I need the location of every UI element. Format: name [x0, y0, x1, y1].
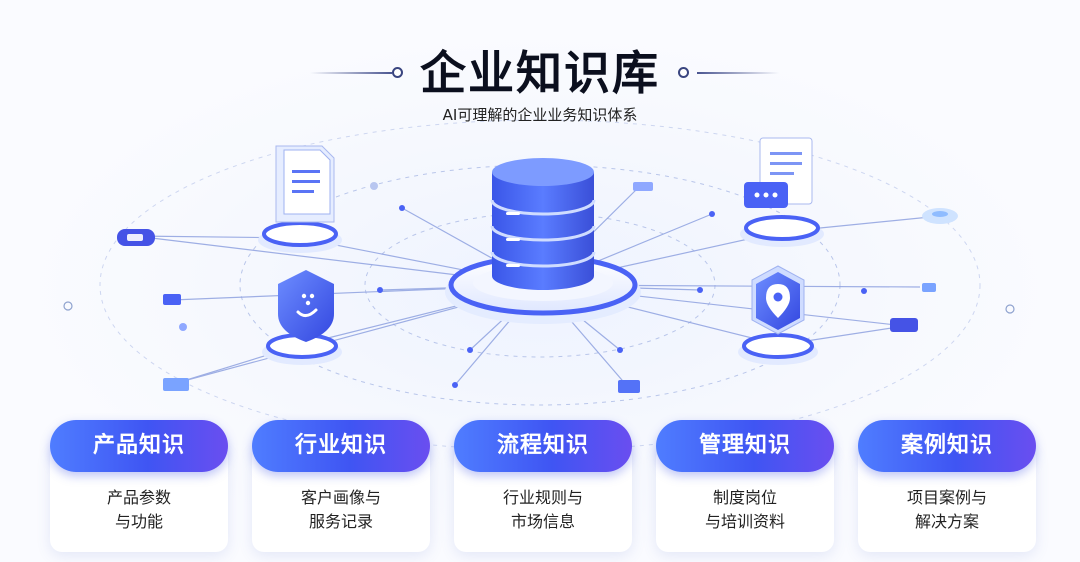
card-desc-line: 服务记录	[308, 512, 373, 531]
database-icon	[490, 158, 596, 290]
document-node	[258, 145, 342, 253]
network-nodes	[63, 182, 1015, 388]
chat-document-node	[740, 137, 824, 247]
card-process-knowledge: 流程知识 行业规则与 市场信息	[454, 420, 632, 552]
data-cubes	[117, 182, 958, 393]
card-description: 行业规则与 市场信息	[454, 486, 632, 534]
document-icon	[275, 145, 335, 223]
title-right-line	[697, 72, 779, 74]
card-desc-line: 产品参数	[106, 488, 171, 507]
data-shield-icon	[278, 270, 334, 342]
card-desc-line: 与培训资料	[704, 512, 785, 531]
card-description: 制度岗位 与培训资料	[656, 486, 834, 534]
card-case-knowledge: 案例知识 项目案例与 解决方案	[858, 420, 1036, 552]
card-desc-line: 行业规则与	[502, 488, 583, 507]
title-row: 企业知识库	[0, 38, 1080, 108]
page-title: 企业知识库	[420, 46, 660, 100]
data-shield-node	[262, 270, 342, 365]
chat-document-icon	[744, 137, 813, 208]
card-label: 流程知识	[454, 420, 632, 472]
card-management-knowledge: 管理知识 制度岗位 与培训资料	[656, 420, 834, 552]
card-industry-knowledge: 行业知识 客户画像与 服务记录	[252, 420, 430, 552]
card-description: 产品参数 与功能	[50, 486, 228, 534]
card-desc-line: 制度岗位	[712, 488, 777, 507]
card-label: 行业知识	[252, 420, 430, 472]
page-subtitle: AI可理解的企业业务知识体系	[442, 106, 638, 124]
title-right-dot	[678, 67, 689, 78]
title-left-dot	[392, 67, 403, 78]
card-description: 项目案例与 解决方案	[858, 486, 1036, 534]
card-label: 产品知识	[50, 420, 228, 472]
card-desc-line: 与功能	[114, 512, 163, 531]
card-desc-line: 项目案例与	[906, 488, 987, 507]
card-desc-line: 解决方案	[914, 512, 979, 531]
location-node	[738, 265, 818, 365]
location-pin-icon	[751, 265, 805, 335]
title-left-line	[310, 72, 392, 74]
card-product-knowledge: 产品知识 产品参数 与功能	[50, 420, 228, 552]
card-desc-line: 市场信息	[510, 512, 575, 531]
card-label: 管理知识	[656, 420, 834, 472]
card-desc-line: 客户画像与	[300, 488, 381, 507]
card-description: 客户画像与 服务记录	[252, 486, 430, 534]
card-label: 案例知识	[858, 420, 1036, 472]
knowledge-cards: 产品知识 产品参数 与功能 行业知识 客户画像与 服务记录 流程知识 行业规则与…	[50, 420, 1036, 556]
